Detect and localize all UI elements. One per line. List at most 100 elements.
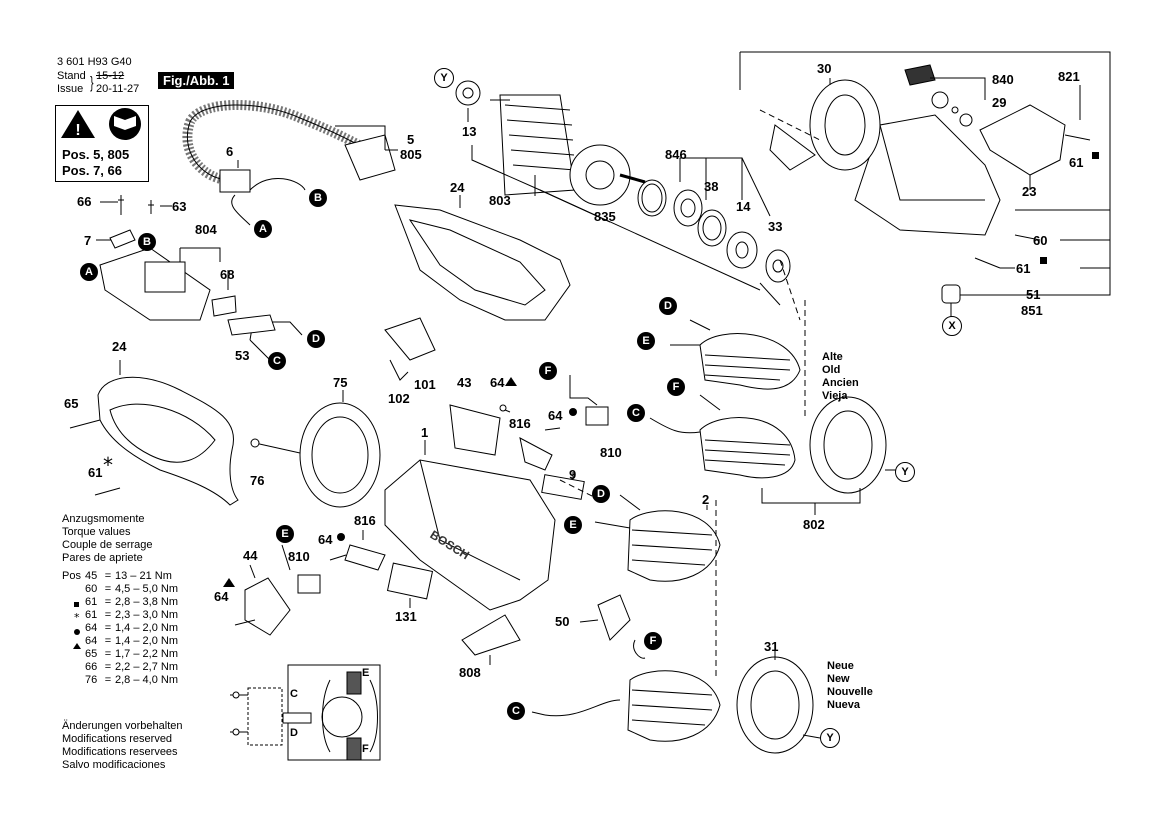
issue-date: 20-11-27 [96,83,140,95]
fan-guide-old [809,396,887,494]
wiring-label-f: F [362,743,369,755]
new-legend: Neue New Nouvelle Nueva [827,660,873,712]
part-label-64-dot-a: 64 [548,408,563,423]
part-label-61-star: 61 [88,465,103,480]
washer-ring [673,189,703,227]
new-de: Neue [827,660,854,672]
part-number: 3 601 H93 G40 [57,56,132,68]
torque-row: 45=13 – 21 Nm [85,570,172,582]
callout-y-old: Y [895,462,915,482]
callout-e-new: E [564,516,582,534]
issue-label: Issue [57,83,84,95]
cover-44 [244,577,291,636]
plug [344,134,396,181]
strain-relief [219,169,251,193]
torque-title-es: Pares de apriete [62,552,143,564]
field-coil-new-lower [627,670,721,742]
field-coil-old-c [699,417,796,479]
part-label-851: 851 [1021,303,1043,318]
warning-line-1: Pos. 5, 805 [62,147,130,162]
part-label-816-a: 816 [509,416,531,431]
spring-ring [637,179,667,217]
nut-33 [765,249,791,283]
changes-note-en: Modifications reserved [62,733,173,745]
changes-note-fr: Modifications reservees [62,746,178,758]
torque-titles: Anzugsmomente Torque values Couple de se… [62,513,153,565]
part-label-810-b: 810 [288,549,310,564]
part-label-840: 840 [992,72,1014,87]
part-label-6: 6 [226,144,234,159]
seal-ring-38 [697,209,727,247]
brace-icon: } [90,73,94,92]
bearing-14 [726,231,758,269]
part-label-804: 804 [195,222,217,237]
part-label-805: 805 [400,147,422,162]
torque-row: 61=2,8 – 3,8 Nm [85,596,178,608]
wiring-label-e: E [362,667,370,679]
carbon-brush [585,406,609,426]
part-label-13: 13 [462,124,477,139]
new-en: New [827,673,850,685]
part-label-29: 29 [992,95,1007,110]
part-label-1: 1 [421,425,429,440]
old-de: Alte [822,351,843,363]
part-label-808: 808 [459,665,481,680]
part-label-810-a: 810 [600,445,622,460]
callout-x: X [942,316,962,336]
part-label-102: 102 [388,391,410,406]
protective-cover-23 [979,104,1066,176]
part-label-835: 835 [594,209,616,224]
armature-gear [569,144,631,206]
field-coil-new-2 [627,510,721,582]
callout-a-cord: A [254,220,272,238]
gear-housing-frame [740,51,1111,296]
old-fr: Ancien [822,377,859,389]
part-label-816-b: 816 [354,513,376,528]
svg-text:*: * [74,611,80,624]
callout-d-old: D [659,297,677,315]
part-label-7: 7 [84,233,92,248]
torque-markers: * * [73,152,1099,649]
callout-c-new: C [507,702,525,720]
part-label-66: 66 [77,194,92,209]
callout-f-old: F [667,378,685,396]
old-en: Old [822,364,841,376]
housing-half-24 [394,204,571,321]
bushing-51 [941,284,961,304]
callout-a-switch: A [80,263,98,281]
part-label-30: 30 [817,61,832,76]
stand-label: Stand [57,70,86,82]
part-label-53: 53 [235,348,250,363]
part-label-5: 5 [407,132,415,147]
stand-old: 15-12 [96,70,125,82]
torque-table: 45=13 – 21 Nm 60=4,5 – 5,0 Nm 61=2,8 – 3… [85,570,205,687]
part-label-61-square-b: 61 [1016,261,1031,276]
part-label-9: 9 [569,467,577,482]
callout-e-brush: E [276,525,294,543]
part-label-14: 14 [736,199,751,214]
part-label-846: 846 [665,147,687,162]
read-manual-icon [109,108,141,140]
brush-plate [449,404,501,456]
callout-d-new: D [592,485,610,503]
part-label-50: 50 [555,614,570,629]
part-label-24-handle: 24 [112,339,127,354]
part-label-44: 44 [243,548,258,563]
torque-row: 64=1,4 – 2,0 Nm [85,622,178,634]
callout-b-cord: B [309,189,327,207]
callout-b-switch: B [138,233,156,251]
part-label-803: 803 [489,193,511,208]
part-label-38: 38 [704,179,719,194]
part-label-802: 802 [803,517,825,532]
part-label-68: 68 [220,267,235,282]
part-label-61-square-a: 61 [1069,155,1084,170]
part-label-64-triangle-a: 64 [490,375,505,390]
torque-row: 60=4,5 – 5,0 Nm [85,583,178,595]
part-label-76: 76 [250,473,265,488]
warning-line-2: Pos. 7, 66 [62,163,122,178]
bearing-13 [455,80,481,106]
wiring-label-c: C [290,688,298,700]
changes-note-de: Änderungen vorbehalten [62,720,183,732]
part-label-65: 65 [64,396,79,411]
